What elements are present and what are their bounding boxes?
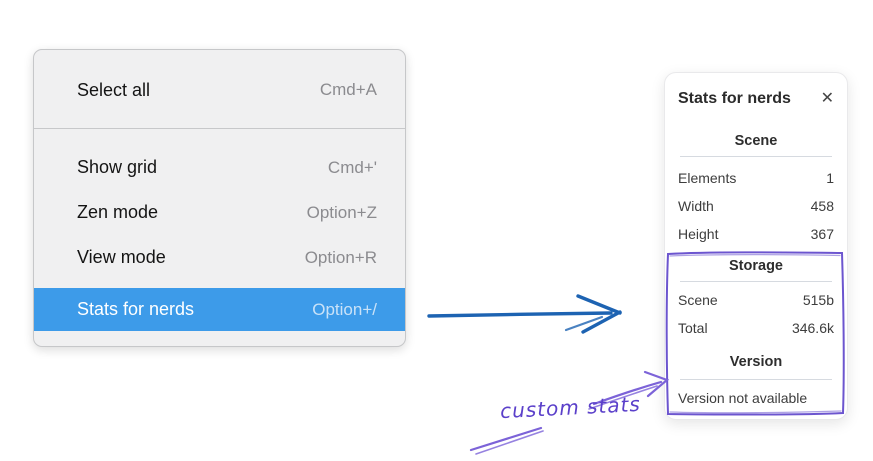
menu-divider (34, 128, 405, 129)
section-rule (680, 156, 832, 157)
menu-item-shortcut: Option+R (304, 247, 377, 267)
menu-item-view-mode[interactable]: View mode Option+R (34, 235, 405, 280)
menu-item-label: Stats for nerds (77, 299, 195, 319)
stat-value: 1 (826, 170, 834, 186)
menu-item-label: Zen mode (77, 202, 159, 222)
stat-label: Elements (678, 170, 737, 186)
custom-stats-label: custom stats (499, 391, 642, 424)
menu-group-bottom: Show grid Cmd+' Zen mode Option+Z View m… (34, 129, 405, 331)
stat-row-elements: Elements 1 (678, 164, 834, 192)
menu-item-shortcut: Option+/ (312, 299, 377, 319)
menu-item-show-grid[interactable]: Show grid Cmd+' (34, 145, 405, 190)
menu-item-shortcut: Cmd+A (319, 80, 377, 99)
stat-row-scene-size: Scene 515b (678, 286, 834, 314)
menu-item-select-all[interactable]: Select all Cmd+A (34, 66, 405, 114)
purple-arrow (588, 370, 670, 410)
stat-row-width: Width 458 (678, 192, 834, 220)
section-heading-storage: Storage (729, 258, 783, 274)
section-rule (680, 379, 832, 380)
stat-value: 346.6k (791, 320, 834, 336)
stats-panel-title: Stats for nerds (678, 90, 791, 107)
section-heading-version: Version (729, 354, 783, 370)
stat-label: Height (678, 226, 719, 242)
purple-tail-stroke (469, 426, 544, 455)
section-heading-scene: Scene (734, 133, 778, 149)
stat-row-height: Height 367 (678, 220, 834, 248)
context-menu: Select all Cmd+A Show grid Cmd+' Zen mod… (33, 49, 406, 347)
stat-label: Total (678, 320, 708, 336)
section-rule (680, 281, 832, 282)
stats-panel: Stats for nerds ✕ Scene Elements 1 Width… (664, 72, 848, 420)
menu-item-shortcut: Option+Z (306, 202, 377, 222)
menu-item-label: View mode (77, 247, 166, 267)
menu-item-zen-mode[interactable]: Zen mode Option+Z (34, 190, 405, 235)
stat-label: Scene (678, 292, 718, 308)
menu-item-label: Show grid (77, 157, 158, 177)
menu-group-top: Select all Cmd+A (34, 50, 405, 128)
stat-value: 458 (810, 198, 834, 214)
menu-item-shortcut: Cmd+' (327, 157, 377, 177)
stats-panel-header: Stats for nerds ✕ (678, 89, 834, 109)
close-icon[interactable]: ✕ (820, 90, 834, 107)
blue-arrow (427, 294, 622, 334)
menu-item-label: Select all (77, 79, 151, 100)
stat-value: 367 (810, 226, 834, 242)
stat-label: Width (678, 198, 714, 214)
stat-row-total-size: Total 346.6k (678, 314, 834, 342)
menu-item-stats-for-nerds[interactable]: Stats for nerds Option+/ (34, 288, 405, 331)
version-note: Version not available (678, 390, 808, 406)
stat-value: 515b (802, 292, 834, 308)
